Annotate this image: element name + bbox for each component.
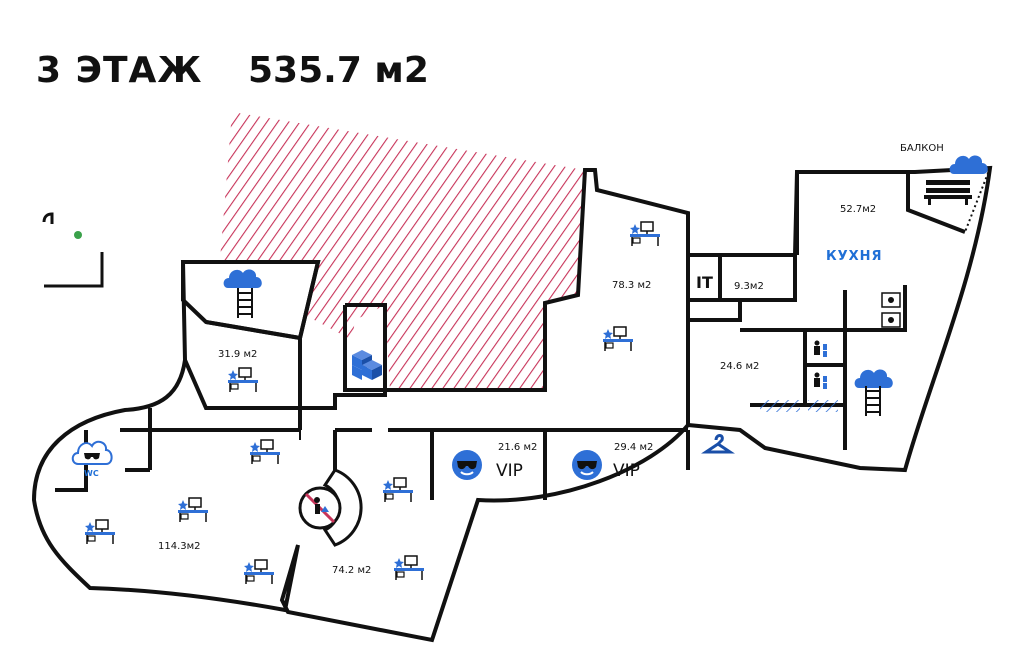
room-area-5: 29.4 м2 — [614, 442, 653, 453]
sunglasses-icon — [571, 449, 603, 481]
room-area-4: 21.6 м2 — [498, 442, 537, 453]
room-area-1: 31.9 м2 — [218, 349, 257, 360]
ladder-icon — [865, 385, 881, 417]
total-area: 535.7 м2 — [248, 50, 429, 91]
ladder-icon — [237, 287, 253, 319]
it-label: IT — [696, 273, 713, 292]
hanger-icon — [701, 434, 735, 454]
toilet-icon — [881, 292, 901, 328]
boxes-icon — [352, 350, 382, 380]
workstation-icon — [177, 497, 209, 523]
vip-label-2: VIP — [613, 461, 640, 481]
workstation-icon — [393, 555, 425, 581]
sunglasses-icon — [451, 449, 483, 481]
hatched-area — [220, 112, 585, 390]
kitchen-label: КУХНЯ — [826, 249, 883, 264]
wc-label: WC — [84, 469, 99, 478]
room-area-8: 24.6 м2 — [720, 361, 759, 372]
cloud-icon — [854, 369, 893, 388]
toilet-icon: WC — [71, 440, 113, 478]
room-area-2: 114.3м2 — [158, 541, 201, 552]
room-area-7: 9.3м2 — [734, 281, 764, 292]
cloud-icon — [223, 269, 262, 288]
no-smoking-icon — [298, 486, 342, 530]
room-area-3: 74.2 м2 — [332, 565, 371, 576]
workstation-icon — [382, 477, 414, 503]
outer-wall — [31, 165, 993, 643]
floor-title: 3 ЭТАЖ — [36, 50, 203, 91]
vip-label-1: VIP — [496, 461, 523, 481]
elevator-icon — [814, 340, 827, 357]
cloud-icon — [949, 155, 988, 174]
workstation-icon — [243, 559, 275, 585]
hatched-window — [808, 400, 838, 412]
elevator-icon — [814, 372, 827, 389]
workstation-icon — [227, 367, 259, 393]
workstation-icon — [629, 221, 661, 247]
room-area-6: 78.3 м2 — [612, 280, 651, 291]
room-area-9: 52.7м2 — [840, 204, 876, 215]
workstation-icon — [602, 326, 634, 352]
workstation-icon — [249, 439, 281, 465]
bench-icon — [924, 180, 972, 205]
balcony-label: БАЛКОН — [900, 143, 944, 154]
workstation-icon — [84, 519, 116, 545]
plant-icon — [42, 212, 104, 288]
